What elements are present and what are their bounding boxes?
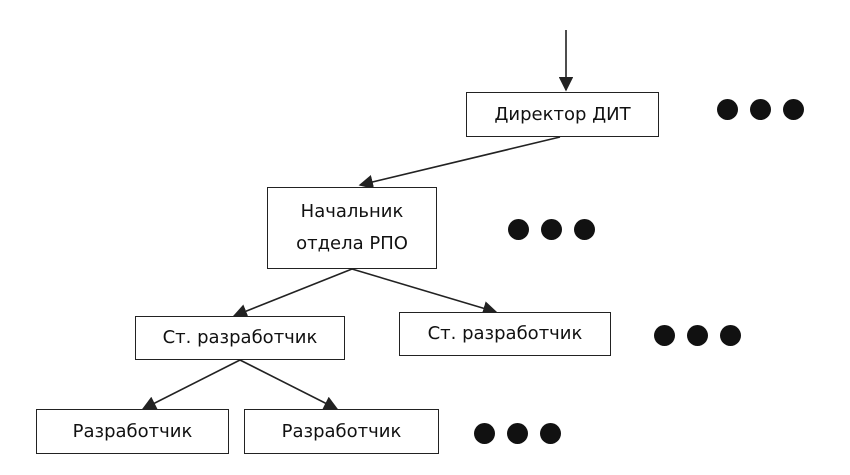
node-senior-developer-2: Ст. разработчик: [399, 312, 611, 356]
node-director: Директор ДИТ: [466, 92, 659, 137]
dot: [750, 99, 771, 120]
node-developer-2: Разработчик: [244, 409, 439, 454]
ellipsis-dots-icon: [508, 219, 595, 240]
dot: [508, 219, 529, 240]
dot: [654, 325, 675, 346]
dot: [574, 219, 595, 240]
dot: [717, 99, 738, 120]
dot: [540, 423, 561, 444]
ellipsis-dots-icon: [717, 99, 804, 120]
dot: [541, 219, 562, 240]
node-senior-developer-1: Ст. разработчик: [135, 316, 345, 360]
ellipsis-dots-icon: [654, 325, 741, 346]
arrow-senior1-to-dev2: [239, 359, 339, 410]
arrow-director-to-head: [358, 136, 561, 189]
node-department-head: Начальник отдела РПО: [267, 187, 437, 269]
arrow-head-to-senior2: [351, 268, 498, 316]
dot: [507, 423, 528, 444]
dot: [687, 325, 708, 346]
arrow-senior1-to-dev1: [141, 359, 241, 410]
dot: [783, 99, 804, 120]
ellipsis-dots-icon: [474, 423, 561, 444]
arrow-head-to-senior1: [232, 268, 353, 318]
dot: [474, 423, 495, 444]
node-developer-1: Разработчик: [36, 409, 229, 454]
dot: [720, 325, 741, 346]
